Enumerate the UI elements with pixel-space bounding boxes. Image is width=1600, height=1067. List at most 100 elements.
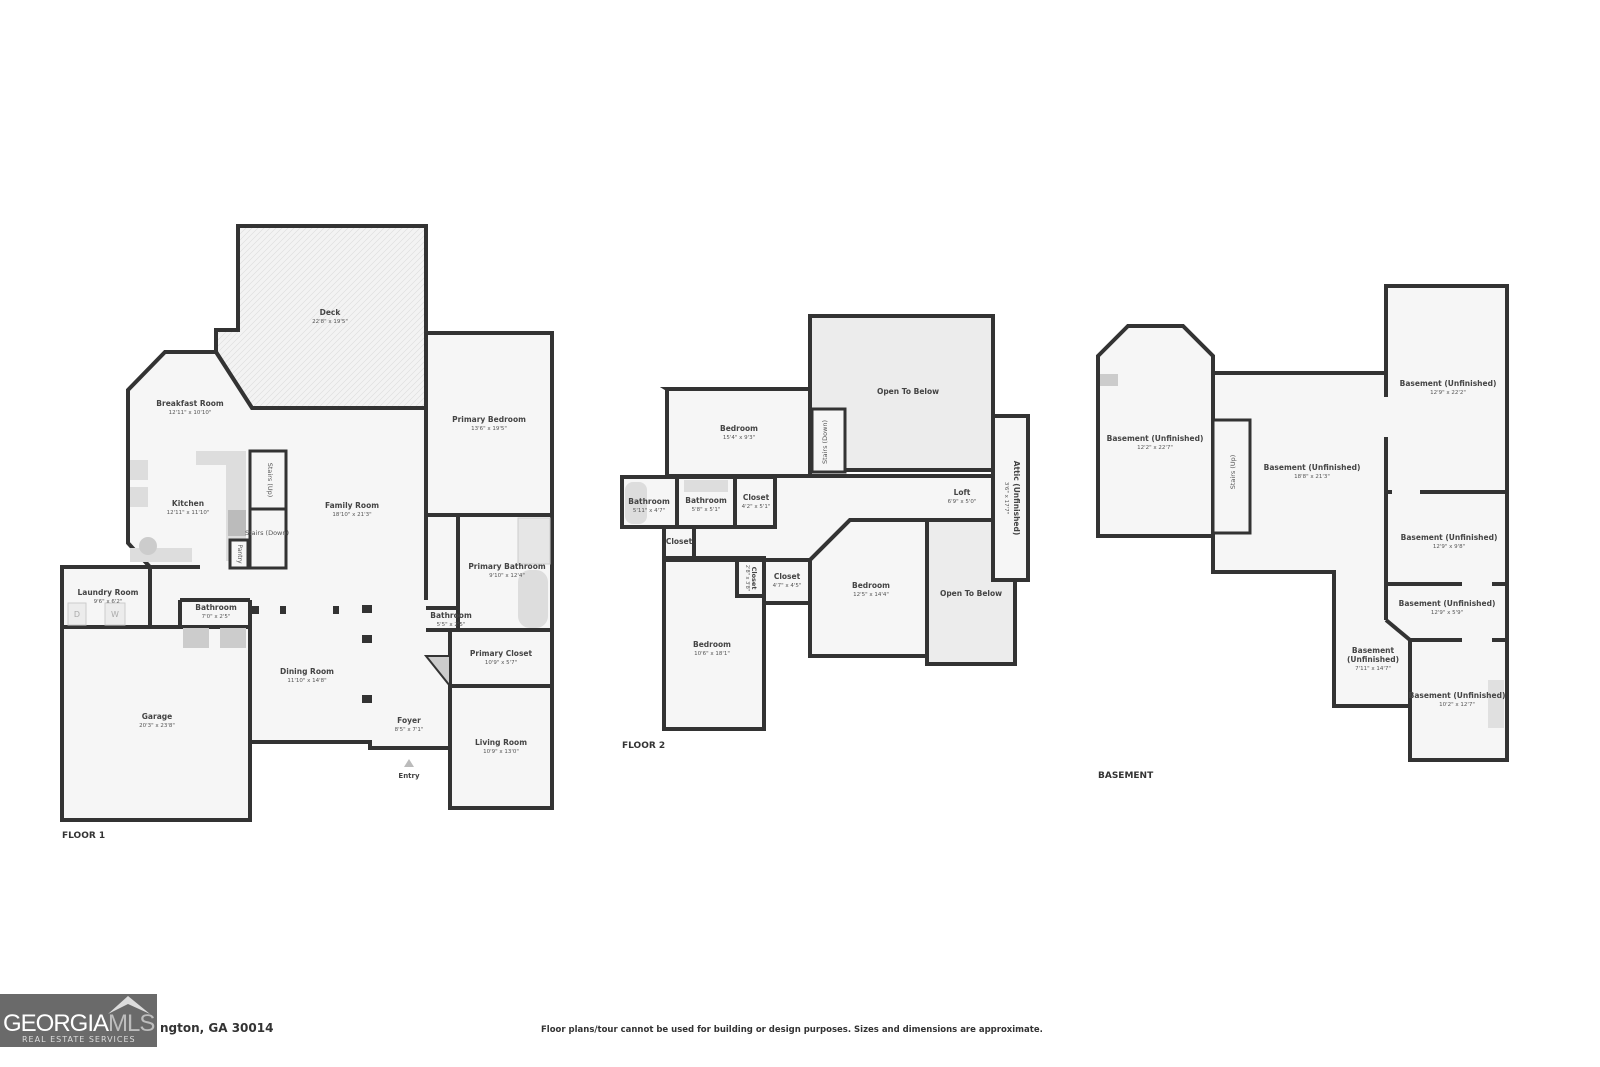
- room-name: Primary Closet: [470, 649, 533, 658]
- attic: [991, 414, 1030, 582]
- closet-3: [762, 558, 812, 605]
- room-name: Foyer: [397, 716, 421, 725]
- stairs-down-2[interactable]: [810, 407, 847, 474]
- floor-2-label: FLOOR 2: [622, 741, 665, 751]
- room-dims: 12'2" x 22'7": [1137, 445, 1173, 451]
- room-dims: 13'6" x 19'5": [471, 426, 507, 432]
- dryer-icon: [67, 602, 87, 626]
- basement-label: BASEMENT: [1098, 771, 1154, 781]
- entry-label: Entry: [398, 772, 420, 780]
- room-name: Deck: [320, 308, 342, 317]
- room-name: Bedroom: [852, 581, 890, 590]
- vanity-icon: [684, 480, 728, 492]
- closet-small-label: Closet: [750, 567, 758, 590]
- pantry[interactable]: [228, 538, 250, 570]
- room-dims: 5'8" x 5'1": [692, 507, 721, 513]
- bedroom-3: [662, 558, 766, 731]
- room-dims: 12'11" x 10'10": [169, 410, 212, 416]
- columns: [251, 605, 372, 703]
- room-name: Breakfast Room: [156, 399, 224, 408]
- room-dims: 4'2" x 5'1": [742, 504, 771, 510]
- room-name: Living Room: [475, 738, 527, 747]
- room-name: Bathroom: [195, 603, 237, 612]
- room-dims: 12'5" x 14'4": [853, 592, 889, 598]
- room-dims: 12'11" x 11'10": [167, 510, 210, 516]
- room-dims: 18'8" x 21'3": [1294, 474, 1330, 480]
- room-name: Primary Bedroom: [452, 415, 526, 424]
- basement-left-room: [1096, 324, 1215, 538]
- room-name: Basement (Unfinished): [1399, 599, 1496, 608]
- entry-arrow-icon: [404, 759, 414, 767]
- room-dims: 5'11" x 4'7": [633, 508, 665, 514]
- stairs-down[interactable]: [248, 507, 288, 570]
- stairs-up-label: Stairs (Up): [1229, 455, 1237, 490]
- room-name: Kitchen: [172, 499, 204, 508]
- bathtub-icon: [625, 482, 647, 524]
- washer-label: W: [111, 610, 119, 619]
- room-name: Bedroom: [693, 640, 731, 649]
- stairs-down-label: Stairs (Down): [245, 529, 289, 537]
- room-dims: 12'9" x 5'9": [1431, 610, 1463, 616]
- sink-icon: [130, 487, 148, 507]
- stove-icon: [139, 537, 157, 555]
- deck: [214, 224, 428, 410]
- attic-label: Attic (Unfinished): [1012, 461, 1021, 536]
- washer-icon: [104, 602, 126, 626]
- sink-icon: [130, 460, 148, 480]
- room-dims: 18'10" x 21'3": [332, 512, 371, 518]
- stairs-up[interactable]: [248, 449, 288, 511]
- room-dims: 4'7" x 4'5": [773, 583, 802, 589]
- attic-dims: 3'6" x 17'7": [1003, 482, 1009, 514]
- room-dims: 10'2" x 12'7": [1439, 702, 1475, 708]
- room-name: Garage: [142, 712, 172, 721]
- room-name: Bedroom: [720, 424, 758, 433]
- basement: Basement (Unfinished) 12'2" x 22'7" Baseme…: [1096, 284, 1509, 781]
- room-name: Closet: [774, 572, 801, 581]
- closet-nook: [423, 655, 451, 689]
- room-name: Primary Bathroom: [468, 562, 546, 571]
- room-name: Basement (Unfinished): [1107, 434, 1204, 443]
- logo-main: GEORGIA: [3, 1010, 109, 1037]
- room-dims: 10'6" x 18'1": [694, 651, 730, 657]
- room-dims: 15'4" x 9'3": [723, 435, 755, 441]
- room-name: Bathroom: [628, 497, 670, 506]
- pantry-label: Pantry: [236, 544, 243, 564]
- room-dims: 6'9" x 5'0": [948, 499, 977, 505]
- room-name: Family Room: [325, 501, 379, 510]
- room-dims: 10'9" x 5'7": [485, 660, 517, 666]
- seat-icon: [220, 628, 246, 648]
- dryer-label: D: [74, 610, 80, 619]
- stairs-down-label: Stairs (Down): [821, 420, 829, 464]
- utility-icon: [1488, 680, 1504, 728]
- room-dims: 12'9" x 9'8": [1433, 544, 1465, 550]
- shower-icon: [517, 517, 551, 565]
- room-dims: 20'3" x 23'8": [139, 723, 175, 729]
- logo-accent: MLS: [108, 1010, 155, 1037]
- room-dims: 22'8" x 19'5": [312, 319, 348, 325]
- stairs-up-basement[interactable]: [1211, 418, 1252, 535]
- room-name: Basement (Unfinished): [1401, 533, 1498, 542]
- address: ngton, GA 30014: [160, 1021, 274, 1035]
- room-name: Basement (Unfinished): [1264, 463, 1361, 472]
- room-dims: 10'9" x 13'0": [483, 749, 519, 755]
- disclaimer: Floor plans/tour cannot be used for buil…: [541, 1025, 1043, 1035]
- closet-1: [733, 475, 777, 529]
- room-name: Open To Below: [940, 589, 1002, 598]
- room-name: Closet: [743, 493, 770, 502]
- room-name: Dining Room: [280, 667, 334, 676]
- room-dims: 9'10" x 12'4": [489, 573, 525, 579]
- seat-icon: [183, 628, 209, 648]
- stairs-up-label: Stairs (Up): [266, 463, 274, 498]
- room-dims: 9'6" x 6'2": [94, 599, 123, 605]
- narrow-room-line1: Basement: [1352, 646, 1395, 655]
- room-name: Basement (Unfinished): [1409, 691, 1506, 700]
- room-name: Loft: [954, 488, 971, 497]
- georgia-mls-logo: GEORGIAMLS REAL ESTATE SERVICES: [0, 994, 157, 1047]
- closet-small-dims: 2'8" x 3'8": [744, 565, 750, 591]
- kitchen-counter: [130, 548, 192, 562]
- room-name: Laundry Room: [78, 588, 139, 597]
- logo-sub: REAL ESTATE SERVICES: [22, 1035, 136, 1044]
- room-dims: 8'5" x 7'1": [395, 727, 424, 733]
- narrow-room-dims: 7'11" x 14'7": [1355, 666, 1391, 672]
